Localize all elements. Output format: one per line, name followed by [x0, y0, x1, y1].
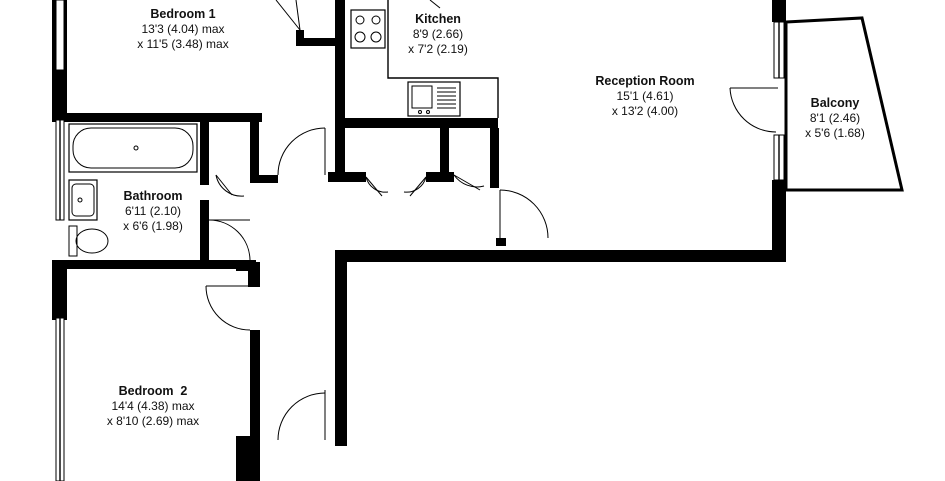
room-dimension: x 7'2 (2.19) — [408, 42, 468, 56]
room-dimension: 8'9 (2.66) — [412, 27, 464, 41]
hob-icon — [350, 9, 386, 49]
room-label-balcony: Balcony 8'1 (2.46) x 5'6 (1.68) — [790, 96, 880, 141]
bathroom-fittings — [68, 123, 198, 257]
room-dimension: x 13'2 (4.00) — [611, 104, 679, 118]
room-name: Reception Room — [595, 74, 695, 88]
room-dimension: x 8'10 (2.69) max — [106, 414, 200, 428]
bath-icon — [68, 123, 198, 173]
room-dimension: 13'3 (4.04) max — [141, 22, 225, 36]
room-name: Bedroom 1 — [150, 7, 216, 21]
room-label-kitchen: Kitchen 8'9 (2.66) x 7'2 (2.19) — [388, 12, 488, 57]
room-dimension: x 5'6 (1.68) — [805, 126, 865, 140]
room-label-bedroom2: Bedroom 2 14'4 (4.38) max x 8'10 (2.69) … — [78, 384, 228, 429]
room-dimension: 8'1 (2.46) — [809, 111, 861, 125]
room-name: Bathroom — [123, 189, 183, 203]
balcony-outline — [784, 16, 904, 192]
basin-icon — [68, 179, 98, 221]
doors — [205, 0, 778, 441]
room-dimension: x 6'6 (1.98) — [123, 219, 183, 233]
room-dimension: x 11'5 (3.48) max — [137, 37, 229, 51]
room-dimension: 15'1 (4.61) — [616, 89, 674, 103]
room-dimension: 14'4 (4.38) max — [111, 399, 195, 413]
room-label-bedroom1: Bedroom 1 13'3 (4.04) max x 11'5 (3.48) … — [98, 7, 268, 52]
toilet-icon — [68, 225, 109, 257]
windows — [55, 0, 785, 481]
room-name: Balcony — [810, 96, 860, 110]
room-name: Kitchen — [415, 12, 461, 26]
room-dimension: 6'11 (2.10) — [124, 204, 182, 218]
room-label-bathroom: Bathroom 6'11 (2.10) x 6'6 (1.98) — [108, 189, 198, 234]
walls — [52, 0, 786, 481]
room-label-reception: Reception Room 15'1 (4.61) x 13'2 (4.00) — [570, 74, 720, 119]
room-name: Bedroom 2 — [118, 384, 188, 398]
kitchen-fittings — [350, 0, 499, 118]
sink-icon — [407, 81, 461, 117]
